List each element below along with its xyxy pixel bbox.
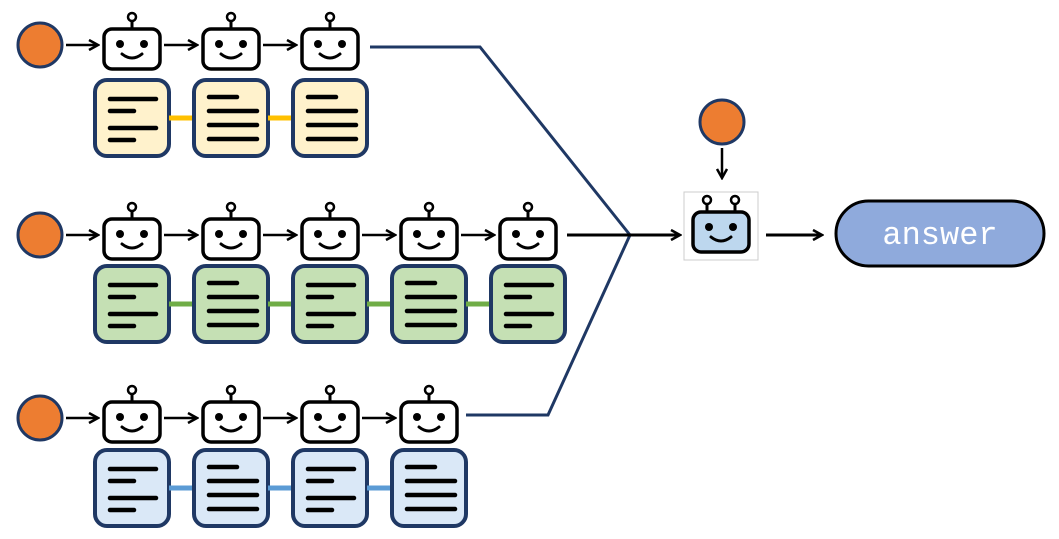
robot-icon: [691, 194, 751, 254]
document-icon: [93, 264, 171, 344]
chain-1-connector: [370, 45, 632, 236]
chain-3: [16, 384, 468, 528]
answer-node: answer: [834, 199, 1046, 268]
chain-3-connector: [466, 234, 632, 417]
robot-icon: [300, 201, 360, 261]
chain-2: [16, 201, 567, 344]
robot-icon: [498, 201, 558, 261]
query-circle-icon: [16, 394, 64, 442]
document-icon: [93, 448, 171, 528]
document-icon: [291, 78, 369, 158]
query-circle-icon: [16, 211, 64, 259]
robot-icon: [201, 11, 261, 71]
robot-icon: [201, 201, 261, 261]
document-icon: [291, 264, 369, 344]
chain-1: [16, 11, 369, 158]
agent-chains: [16, 11, 567, 528]
robot-icon: [399, 384, 459, 444]
aggregator: [683, 98, 822, 261]
robot-icon: [102, 384, 162, 444]
robot-icon: [102, 201, 162, 261]
document-icon: [390, 448, 468, 528]
document-icon: [390, 264, 468, 344]
document-icon: [192, 78, 270, 158]
document-icon: [93, 78, 171, 158]
query-circle-icon: [16, 21, 64, 69]
document-icon: [192, 264, 270, 344]
robot-icon: [300, 11, 360, 71]
answer-pill: [834, 199, 1046, 268]
robot-icon: [399, 201, 459, 261]
answer-label: answer: [882, 217, 997, 254]
merge-lines: [370, 45, 680, 417]
robot-icon: [300, 384, 360, 444]
query-circle-icon: [698, 98, 746, 146]
document-icon: [192, 448, 270, 528]
robot-icon: [102, 11, 162, 71]
document-icon: [291, 448, 369, 528]
document-icon: [489, 264, 567, 344]
robot-icon: [201, 384, 261, 444]
